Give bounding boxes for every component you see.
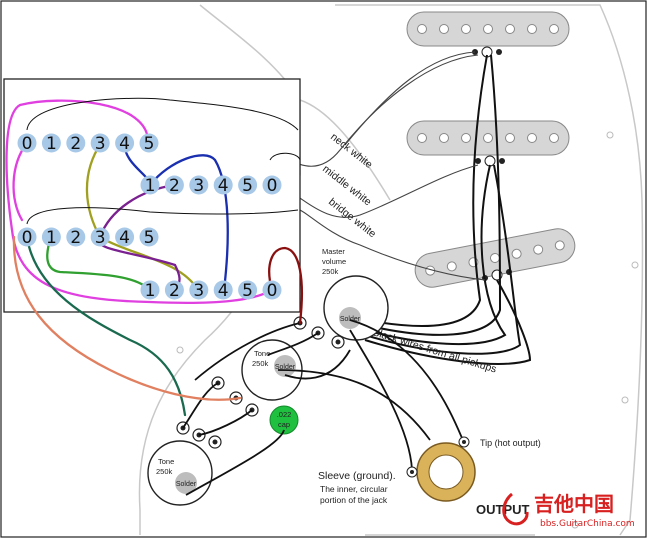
switch-contact xyxy=(164,280,184,300)
pickup-white-wires xyxy=(289,51,486,281)
switch-contact xyxy=(139,227,159,247)
watermark: 吉他中国 bbs.GuitarChina.com xyxy=(502,492,635,529)
switch-contact-number: 2 xyxy=(169,281,180,301)
switch-contact xyxy=(262,280,282,300)
watermark-site: bbs.GuitarChina.com xyxy=(540,519,635,529)
switch-contact xyxy=(90,227,110,247)
tone2-label-2: 250k xyxy=(156,467,173,476)
green-wire xyxy=(46,235,152,292)
switch-contact-number: 3 xyxy=(193,176,204,196)
switch-contact-number: 1 xyxy=(46,228,57,248)
tip-label: Tip (hot output) xyxy=(480,438,541,448)
switch-contact-number: 0 xyxy=(267,176,278,196)
screw-hole xyxy=(176,346,184,354)
purple-wire xyxy=(97,183,181,292)
switch-contact-number: 1 xyxy=(46,134,57,154)
switch-contact-number: 5 xyxy=(144,228,155,248)
output-jack xyxy=(406,436,476,502)
switch-contact xyxy=(140,175,160,195)
neck-pickup xyxy=(406,11,570,58)
solder-label: Solder xyxy=(275,364,296,371)
tone2-label-1: Tone xyxy=(158,457,174,466)
switch-contact-number: 5 xyxy=(144,134,155,154)
capacitor: .022 cap xyxy=(269,405,299,435)
switch-contact xyxy=(139,133,159,153)
switch-contact xyxy=(17,227,37,247)
switch-contact xyxy=(189,280,209,300)
switch-contact xyxy=(238,280,258,300)
switch-contact xyxy=(41,133,61,153)
switch-contact-number: 4 xyxy=(119,134,130,154)
middle-pickup xyxy=(406,120,570,167)
switch-black-leads xyxy=(26,97,301,225)
switch-contact xyxy=(90,133,110,153)
switch-contact-number: 2 xyxy=(70,134,81,154)
switch-contact-number: 5 xyxy=(242,281,253,301)
switch-contact-number: 2 xyxy=(70,228,81,248)
watermark-logo-icon xyxy=(502,492,529,526)
switch-contact-number: 2 xyxy=(169,176,180,196)
switch-wires xyxy=(5,99,303,417)
switch-contact-number: 0 xyxy=(22,134,33,154)
switch-contact xyxy=(115,227,135,247)
switch-contact xyxy=(41,227,61,247)
master-volume-label-1: Master xyxy=(322,247,345,256)
switch-contact-number: 3 xyxy=(95,134,106,154)
screw-hole xyxy=(571,521,579,529)
switch-contact xyxy=(262,175,282,195)
rotary-switch-inset xyxy=(3,78,301,313)
switch-contact-number: 4 xyxy=(218,176,229,196)
screw-hole xyxy=(606,131,614,139)
switch-contact xyxy=(17,133,37,153)
sleeve-label-3: portion of the jack xyxy=(320,495,388,505)
switch-contact-number: 4 xyxy=(119,228,130,248)
pickup-black-wires xyxy=(364,54,532,365)
switch-contact-number: 5 xyxy=(242,176,253,196)
switch-contact xyxy=(213,175,233,195)
black-wires-label: Black wires from all pickups xyxy=(371,326,498,375)
switch-contact xyxy=(213,280,233,300)
tone1-label-2: 250k xyxy=(252,359,269,368)
screw-hole xyxy=(631,261,639,269)
switch-contact xyxy=(238,175,258,195)
switch-contact xyxy=(140,280,160,300)
switch-contact xyxy=(115,133,135,153)
solder-label: Solder xyxy=(176,481,197,488)
cap-label-1: .022 xyxy=(277,410,292,419)
screw-hole xyxy=(621,396,629,404)
switch-contact xyxy=(66,133,86,153)
switch-contact-number: 0 xyxy=(267,281,278,301)
switch-contact xyxy=(66,227,86,247)
sleeve-label-1: Sleeve (ground). xyxy=(318,470,396,482)
master-volume-label-2: volume xyxy=(322,257,346,266)
switch-contact-number: 4 xyxy=(218,281,229,301)
switch-contact xyxy=(189,175,209,195)
cap-label-2: cap xyxy=(278,420,290,429)
bridge-pickup xyxy=(414,228,576,288)
switch-contact xyxy=(164,175,184,195)
watermark-brand: 吉他中国 xyxy=(534,492,614,516)
teal-wire xyxy=(25,235,187,417)
switch-contact-number: 3 xyxy=(95,228,106,248)
tone1-label-1: Tone xyxy=(254,349,270,358)
switch-contact-number: 1 xyxy=(145,176,156,196)
switch-contact-number: 0 xyxy=(22,228,33,248)
switch-contact-number: 3 xyxy=(193,281,204,301)
switch-contact-number: 1 xyxy=(145,281,156,301)
magenta-wire xyxy=(5,99,274,304)
maroon-wire xyxy=(268,246,303,325)
master-volume-label-3: 250k xyxy=(322,267,339,276)
salmon-wire xyxy=(12,235,242,401)
pot-wiring xyxy=(182,319,463,496)
sleeve-label-2: The inner, circular xyxy=(320,484,388,494)
